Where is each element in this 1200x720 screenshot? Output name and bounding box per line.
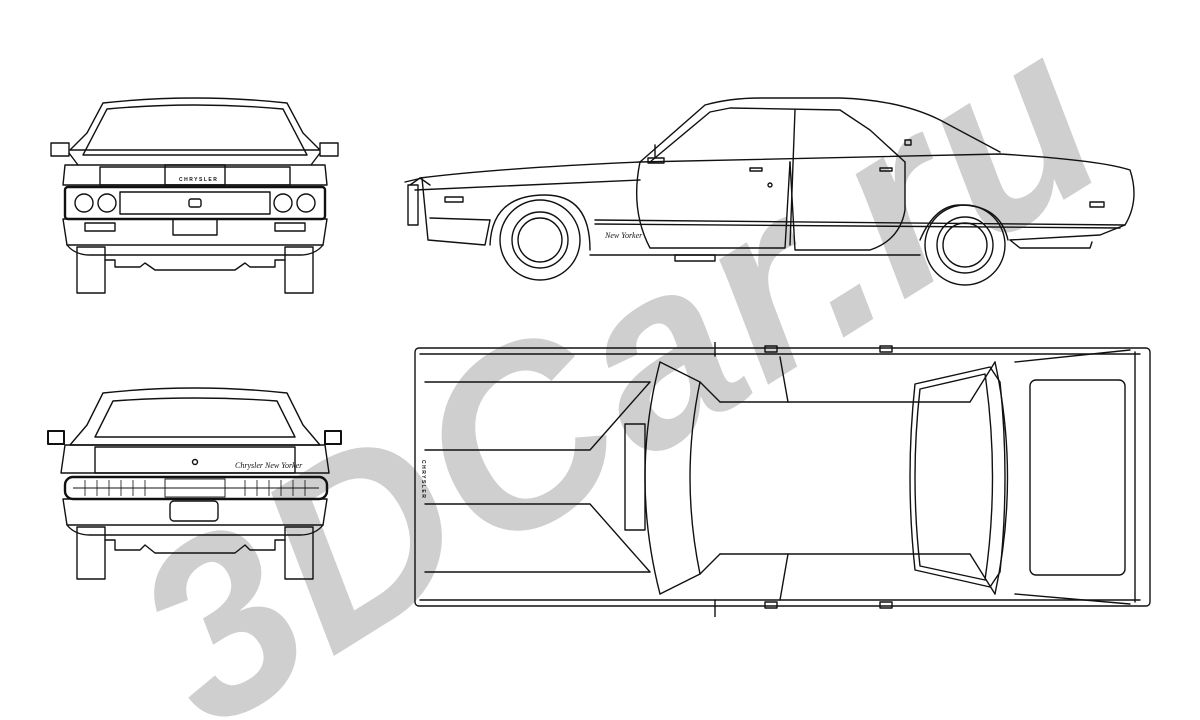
svg-text:Chrysler New Yorker: Chrysler New Yorker (235, 461, 303, 470)
top-view: Top view CHRYSLER (410, 342, 1155, 617)
svg-text:New Yorker: New Yorker (604, 231, 643, 240)
svg-text:CHRYSLER: CHRYSLER (420, 460, 426, 499)
rear-view-label: Rear view (45, 385, 46, 386)
svg-text:CHRYSLER: CHRYSLER (179, 177, 218, 183)
front-view: Front view CHRYSLER (45, 95, 345, 300)
front-view-label: Front view (45, 95, 46, 96)
top-view-label: Top view (410, 342, 411, 343)
side-view-label: Side view (400, 90, 401, 91)
side-view: Side view New Yorker (400, 90, 1160, 290)
rear-view: Rear view Chrysler New Yorker (45, 385, 345, 590)
